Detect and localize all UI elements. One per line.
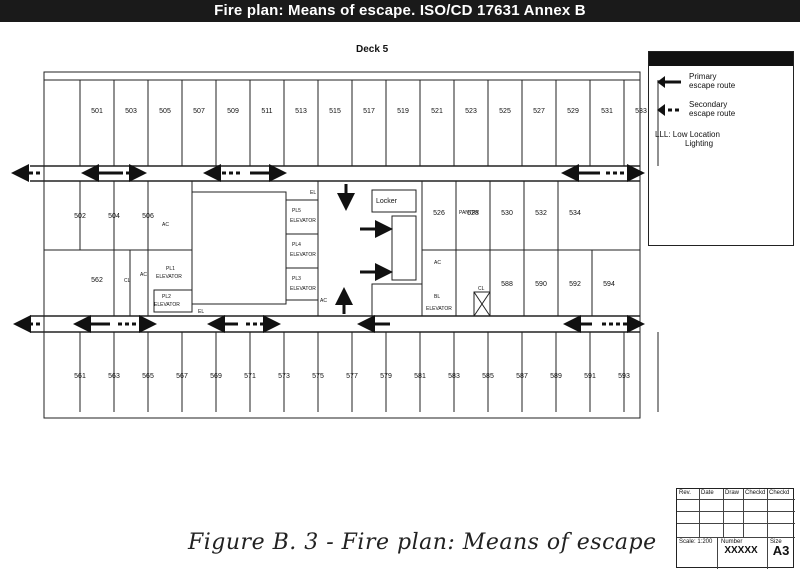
el-label: EL: [310, 190, 316, 196]
cabin-504: 504: [108, 213, 120, 220]
elevator-label-4: ELEVATOR: [290, 252, 316, 258]
cabin-569: 569: [210, 373, 222, 380]
figure-caption: Figure B. 3 - Fire plan: Means of escape: [188, 530, 657, 555]
drawing-title-block: Rev. Date Draw Checkd Checkd Scale: 1:20…: [676, 488, 795, 569]
ac-label: AC: [162, 222, 169, 228]
cabin-590: 590: [535, 281, 547, 288]
elevator-label-5: ELEVATOR: [290, 218, 316, 224]
cabin-589: 589: [550, 373, 562, 380]
cabin-581: 581: [414, 373, 426, 380]
hull-outline: [43, 71, 641, 419]
cabin-573: 573: [278, 373, 290, 380]
pl3-label: PL3: [292, 276, 301, 282]
cabin-515: 515: [329, 108, 341, 115]
cabin-562: 562: [91, 277, 103, 284]
cabin-585: 585: [482, 373, 494, 380]
legend-header-bar: [649, 52, 793, 66]
pl5-label: PL5: [292, 208, 301, 214]
drawing-size: A3: [772, 543, 790, 558]
elevator-label-1: ELEVATOR: [156, 274, 182, 280]
cabin-534: 534: [569, 210, 581, 217]
cabin-506: 506: [142, 213, 154, 220]
cabin-517: 517: [363, 108, 375, 115]
pl2-label: PL2: [162, 294, 171, 300]
cabin-531: 531: [601, 108, 613, 115]
cabin-571: 571: [244, 373, 256, 380]
cabin-523: 523: [465, 108, 477, 115]
cabin-594: 594: [603, 281, 615, 288]
figure-title: Fire plan: Means of escape. ISO/CD 17631…: [0, 0, 800, 22]
stair-void: [191, 191, 287, 305]
pl4-label: PL4: [292, 242, 301, 248]
number-label: Number: [721, 539, 743, 545]
cabin-567: 567: [176, 373, 188, 380]
cabin-505: 505: [159, 108, 171, 115]
scale-label: Scale: 1:200: [679, 539, 713, 545]
ac-label-right: AC: [434, 260, 441, 266]
cl-label-right: CL: [478, 286, 485, 292]
cabin-526: 526: [433, 210, 445, 217]
cabin-502: 502: [74, 213, 86, 220]
elevator-label-bl: ELEVATOR: [426, 306, 452, 312]
cabin-577: 577: [346, 373, 358, 380]
pl1-label: PL1: [166, 266, 175, 272]
cabin-575: 575: [312, 373, 324, 380]
cabin-501: 501: [91, 108, 103, 115]
ac-label-mid: AC: [320, 298, 327, 304]
el-label-lower: EL: [198, 309, 204, 315]
ac-label-left: AC: [140, 272, 147, 278]
size-label: Size: [770, 539, 782, 545]
cabin-513: 513: [295, 108, 307, 115]
cabin-507: 507: [193, 108, 205, 115]
cabin-565: 565: [142, 373, 154, 380]
cabin-592: 592: [569, 281, 581, 288]
cabin-532: 532: [535, 210, 547, 217]
rev-header: Rev.: [679, 490, 691, 496]
cabin-561: 561: [74, 373, 86, 380]
cabin-529: 529: [567, 108, 579, 115]
cabin-587: 587: [516, 373, 528, 380]
checked-header: Checkd: [745, 490, 766, 496]
elevator-label-2: ELEVATOR: [154, 302, 180, 308]
cabin-563: 563: [108, 373, 120, 380]
cabin-593: 593: [618, 373, 630, 380]
checked2-header: Checkd: [769, 490, 790, 496]
cabin-525: 525: [499, 108, 511, 115]
cabin-521: 521: [431, 108, 443, 115]
drawing-number: XXXXX: [724, 545, 758, 556]
cabin-533: 533: [635, 108, 647, 115]
bl-label: BL: [434, 294, 440, 300]
primary-arrow-icon: [657, 76, 681, 88]
cabin-579: 579: [380, 373, 392, 380]
date-header: Date: [701, 490, 714, 496]
cabin-530: 530: [501, 210, 513, 217]
cabin-527: 527: [533, 108, 545, 115]
cabin-588: 588: [501, 281, 513, 288]
pantry-label: PANTRY: [459, 210, 479, 216]
drawn-header: Draw: [725, 490, 740, 496]
cabin-519: 519: [397, 108, 409, 115]
cabin-591: 591: [584, 373, 596, 380]
cabin-509: 509: [227, 108, 239, 115]
deck-label: Deck 5: [356, 44, 389, 55]
locker-label: Locker: [376, 198, 398, 205]
cabin-511: 511: [261, 108, 272, 115]
cabin-528: 528: [467, 210, 479, 217]
cabin-583: 583: [448, 373, 460, 380]
secondary-arrow-icon: [657, 104, 681, 116]
cabin-503: 503: [125, 108, 137, 115]
elevator-label-3: ELEVATOR: [290, 286, 316, 292]
cl-label: CL: [124, 278, 131, 284]
